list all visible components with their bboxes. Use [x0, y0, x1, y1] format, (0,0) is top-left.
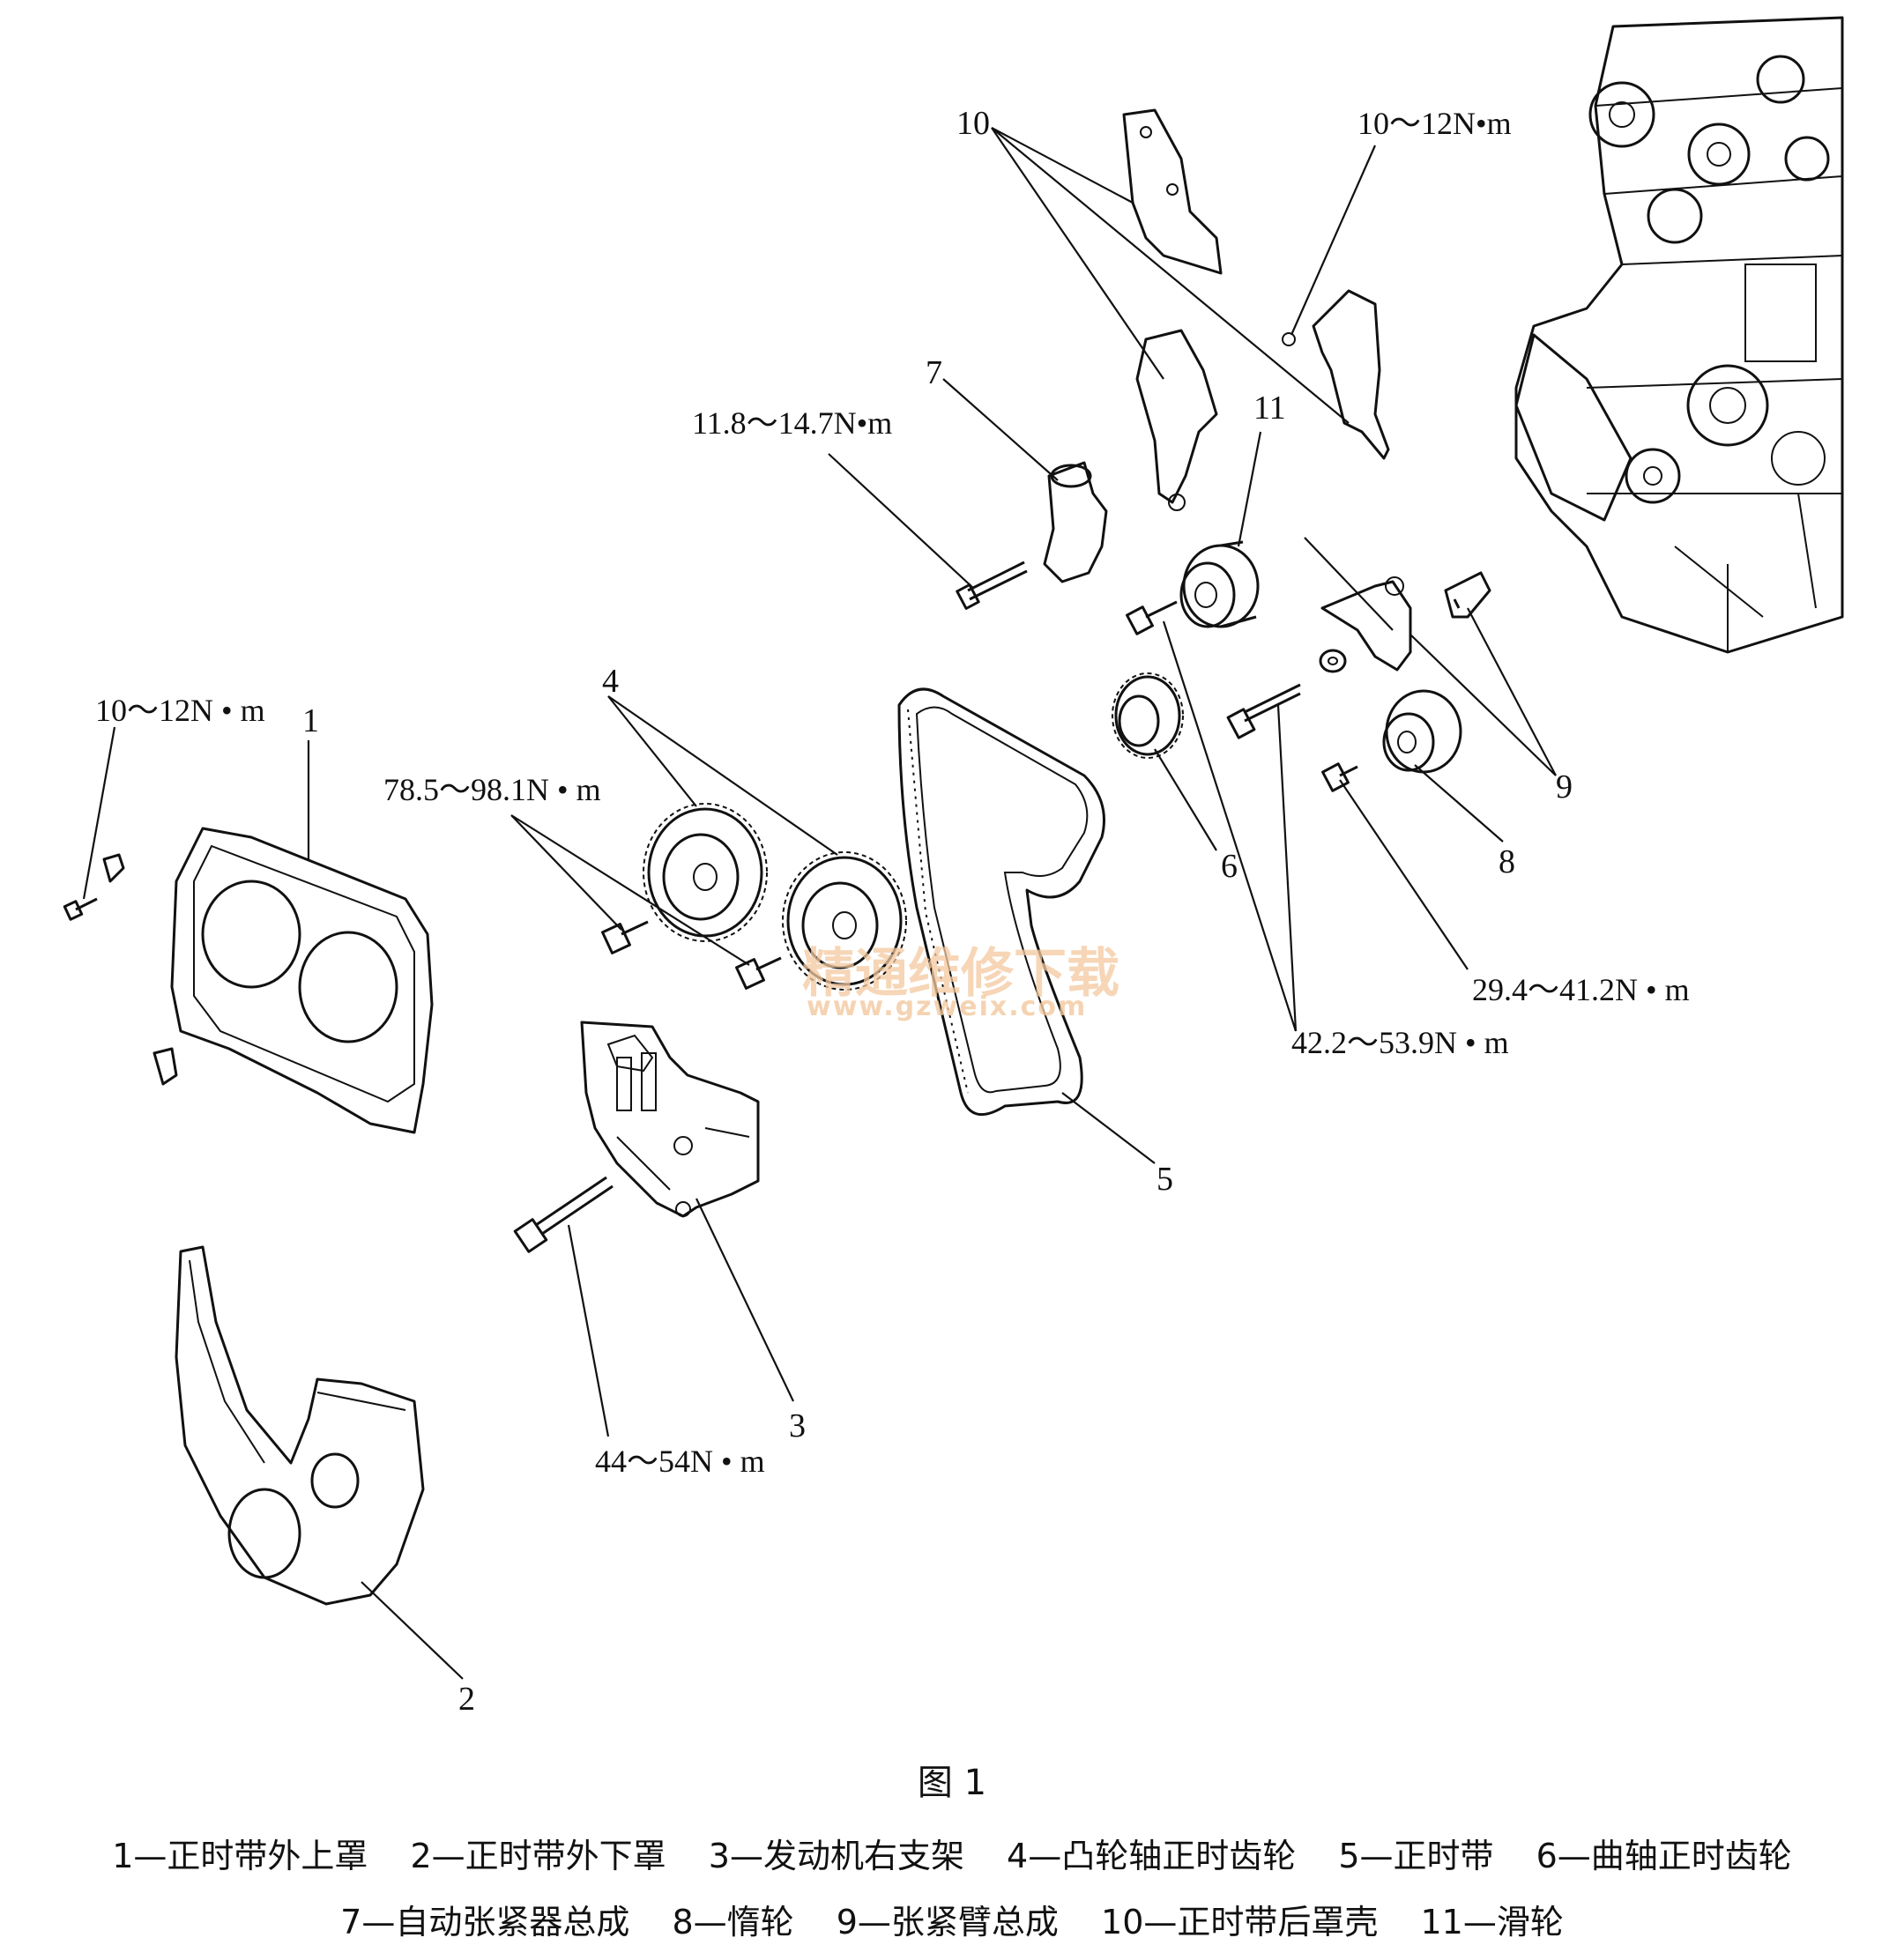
- idler-drawing: [1321, 689, 1462, 792]
- watermark-url: www.gzweix.com: [807, 991, 1087, 1022]
- callout-6: 6: [1221, 848, 1238, 885]
- callout-5: 5: [1157, 1161, 1173, 1198]
- legend-line-2: 7—自动张紧器总成 8—惰轮 9—张紧臂总成 10—正时带后罩壳 11—滑轮: [0, 1895, 1904, 1943]
- figure-title: 图 1: [917, 1763, 987, 1803]
- legend-item: 4—凸轮轴正时齿轮: [1007, 1837, 1297, 1875]
- legend-item: 1—正时带外上罩: [112, 1837, 368, 1875]
- pulley-drawing: [1126, 540, 1260, 635]
- auto-tensioner-drawing: [956, 461, 1108, 610]
- timing-belt-drawing: [897, 687, 1105, 1116]
- callout-7: 7: [926, 354, 942, 391]
- engine-block-drawing: [1514, 16, 1844, 654]
- callout-3: 3: [789, 1407, 806, 1444]
- legend-item: 5—正时带: [1338, 1837, 1494, 1875]
- torque-bracket: 44～54N • m: [595, 1444, 765, 1479]
- torque-rear-cover: 10～12N•m: [1357, 106, 1512, 141]
- torque-cover-upper: 10～12N • m: [95, 693, 265, 728]
- crank-gear-drawing: [1112, 672, 1301, 759]
- lower-cover-drawing: [175, 1245, 425, 1606]
- tension-arm-drawing: [1319, 571, 1491, 673]
- legend-item: 8—惰轮: [672, 1903, 794, 1941]
- legend-item: 10—正时带后罩壳: [1101, 1903, 1379, 1941]
- legend-item: 3—发动机右支架: [708, 1837, 964, 1875]
- callout-2: 2: [458, 1681, 475, 1718]
- legend-item: 6—曲轴正时齿轮: [1536, 1837, 1792, 1875]
- torque-camshaft: 78.5～98.1N • m: [383, 772, 601, 807]
- legend-item: 11—滑轮: [1420, 1903, 1564, 1941]
- torque-idler: 29.4～41.2N • m: [1472, 972, 1690, 1007]
- rear-cover-parts: [1122, 108, 1390, 511]
- torque-tensioner: 11.8～14.7N•m: [692, 405, 892, 441]
- upper-cover-drawing: [63, 827, 434, 1134]
- legend-line-1: 1—正时带外上罩 2—正时带外下罩 3—发动机右支架 4—凸轮轴正时齿轮 5—正…: [0, 1829, 1904, 1877]
- cam-gears-drawing: [601, 803, 907, 991]
- legend-item: 7—自动张紧器总成: [340, 1903, 630, 1941]
- legend-item: 2—正时带外下罩: [410, 1837, 666, 1875]
- callout-11: 11: [1253, 390, 1286, 427]
- watermark-cn: 精通维修下载: [802, 943, 1119, 1005]
- torque-tension-arm: 42.2～53.9N • m: [1291, 1025, 1509, 1060]
- right-bracket-drawing: [513, 1021, 760, 1253]
- callout-1: 1: [302, 702, 319, 739]
- callout-4: 4: [602, 663, 619, 700]
- callout-8: 8: [1499, 843, 1515, 880]
- leader-lines: [82, 127, 1557, 1680]
- legend-item: 9—张紧臂总成: [836, 1903, 1059, 1941]
- callout-10: 10: [956, 105, 990, 142]
- callout-9: 9: [1556, 768, 1573, 806]
